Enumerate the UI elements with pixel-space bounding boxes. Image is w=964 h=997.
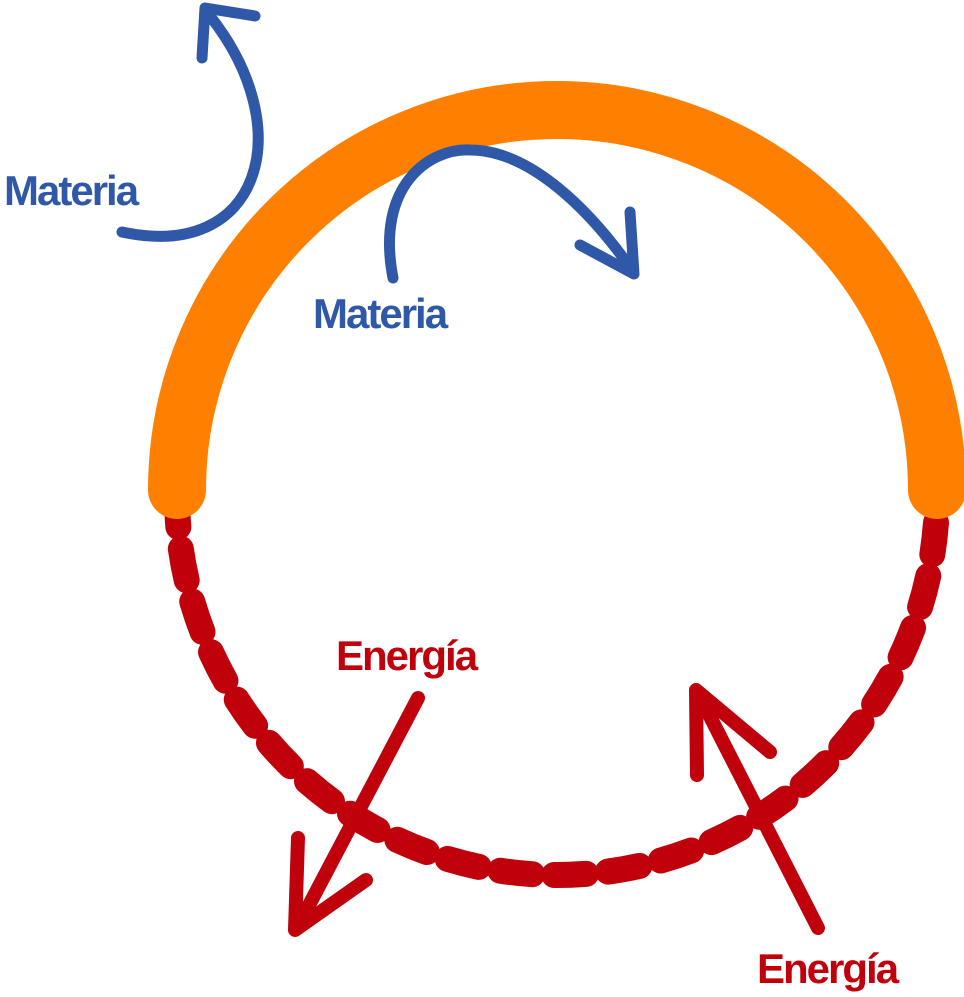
label-matter-out: Materia xyxy=(4,167,140,214)
energy-in-arrow-shaft xyxy=(691,686,825,935)
label-energy-out: Energía xyxy=(336,632,479,679)
energy-in-arrow-head xyxy=(689,683,777,782)
closed-boundary-dashed-arc xyxy=(164,482,950,888)
energy-out-arrow-head xyxy=(288,831,373,937)
energy-out-arrow xyxy=(288,691,425,937)
energy-out-arrow-shaft xyxy=(290,691,425,935)
labels: Materia Materia Energía Energía xyxy=(4,167,902,992)
matter-out-arrow-shaft xyxy=(116,10,264,242)
matter-arrows xyxy=(116,2,640,284)
matter-out-arrow xyxy=(116,2,264,242)
system-boundary xyxy=(148,81,964,888)
matter-in-arrow-shaft xyxy=(383,144,638,284)
label-energy-in: Energía xyxy=(757,945,900,992)
energy-arrows xyxy=(288,683,825,937)
label-matter-in: Materia xyxy=(313,290,449,337)
energy-in-arrow xyxy=(689,683,825,935)
matter-out-arrow-head xyxy=(196,2,261,64)
matter-in-arrow-head xyxy=(574,206,640,280)
open-boundary-solid-arc xyxy=(148,81,964,519)
matter-in-arrow xyxy=(383,144,640,284)
